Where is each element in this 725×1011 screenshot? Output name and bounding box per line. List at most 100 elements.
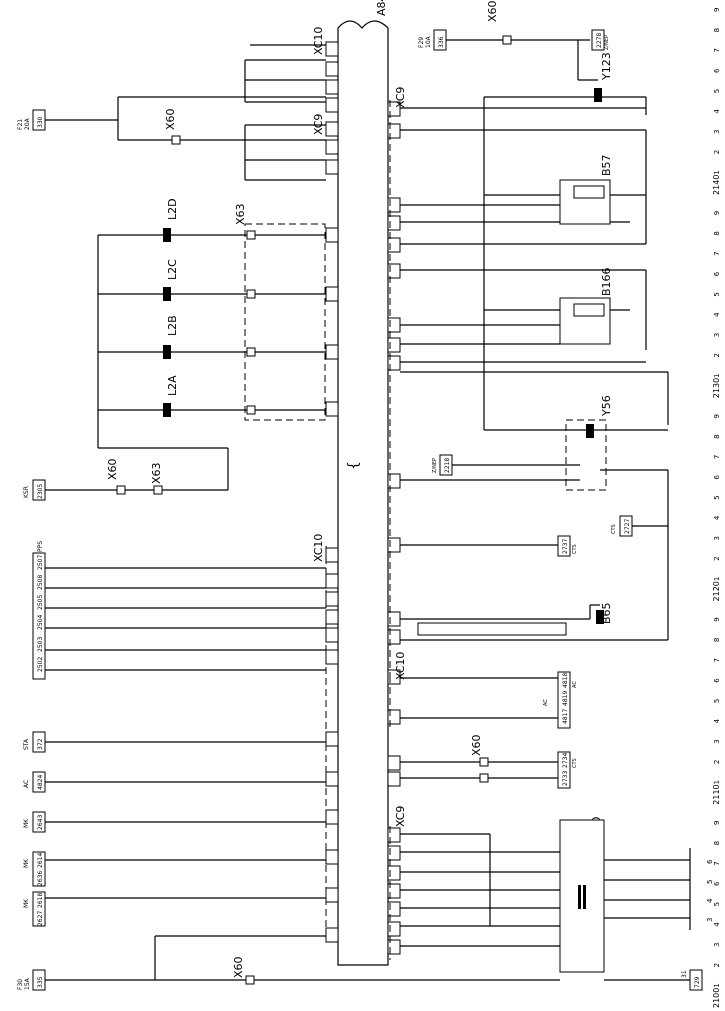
scale-label: 1 <box>713 780 721 784</box>
svg-text:5: 5 <box>706 880 714 884</box>
svg-text:F29: F29 <box>418 37 425 48</box>
y123-label: Y123 <box>600 52 613 81</box>
svg-text:335: 335 <box>37 976 44 988</box>
svg-text:CTS: CTS <box>572 544 578 554</box>
scale-label: 9 <box>713 8 721 12</box>
scale-label: 1 <box>713 577 721 581</box>
x60-bottom-label: X60 <box>232 956 245 978</box>
left-wiring <box>45 44 560 985</box>
ecu-a84: A84 { <box>337 0 389 966</box>
l2c-label: L2C <box>166 259 179 280</box>
svg-text:AC: AC <box>572 681 578 688</box>
svg-text:MK: MK <box>23 898 30 908</box>
coil-l2b-icon <box>163 345 171 359</box>
svg-text:372: 372 <box>37 738 44 750</box>
coil-l2c-icon <box>163 287 171 301</box>
scale-label: 4 <box>713 312 721 317</box>
b57-label: B57 <box>600 154 613 176</box>
svg-text:Z/NEP: Z/NEP <box>432 458 438 473</box>
coil-l2a-icon <box>163 403 171 417</box>
a40-fuse-icon <box>578 885 581 909</box>
scale-label: 2 <box>713 556 721 560</box>
x60-right-label: X60 <box>470 734 483 756</box>
scale-label: 3 <box>713 333 721 337</box>
svg-text:Z/NEP: Z/NEP <box>604 35 610 50</box>
scale-label: 5 <box>713 495 721 499</box>
a40-pin-numbers: 3 4 5 6 <box>706 859 714 922</box>
svg-text:2627: 2627 <box>37 911 44 926</box>
svg-text:729: 729 <box>694 976 701 988</box>
svg-text:2636: 2636 <box>37 871 44 886</box>
svg-text:15A: 15A <box>24 977 31 990</box>
svg-text:2737: 2737 <box>562 539 569 554</box>
y56-label: Y56 <box>600 395 613 417</box>
scale-label: 6 <box>713 475 721 480</box>
scale-label: 3 <box>713 943 721 947</box>
svg-text:F21: F21 <box>17 119 24 130</box>
scale-label: 5 <box>713 292 721 296</box>
svg-text:336: 336 <box>438 36 445 48</box>
scale-label: 6 <box>713 881 721 886</box>
svg-text:6: 6 <box>706 859 714 864</box>
svg-text:MK: MK <box>23 818 30 828</box>
scale-label: 2 <box>713 150 721 154</box>
grid-scale: 2100123456789211012345678921201234567892… <box>712 8 721 1008</box>
scale-label: 1 <box>713 373 721 377</box>
svg-text:4: 4 <box>706 898 714 903</box>
scale-label: 6 <box>713 678 721 683</box>
l2d-label: L2D <box>166 198 179 220</box>
xc9-upper-label: XC9 <box>312 114 325 135</box>
svg-text:4819: 4819 <box>562 691 569 706</box>
svg-text:10A: 10A <box>425 35 432 48</box>
svg-text:AC: AC <box>23 780 30 788</box>
svg-text:PPS: PPS <box>37 541 44 552</box>
x63-left-label: X63 <box>234 203 247 225</box>
ecu-right-pins <box>387 101 401 955</box>
svg-text:2508: 2508 <box>37 575 44 590</box>
scale-label: 7 <box>713 48 721 52</box>
scale-label: 2110 <box>712 784 721 804</box>
scale-label: 2 <box>713 353 721 357</box>
svg-text:KSR: KSR <box>23 486 30 498</box>
xc9-right-top-label: XC9 <box>394 87 407 108</box>
scale-label: 1 <box>713 170 721 174</box>
scale-label: 2140 <box>712 175 721 195</box>
scale-label: 5 <box>713 902 721 906</box>
l2b-label: L2B <box>166 315 179 336</box>
scale-label: 1 <box>713 983 721 987</box>
scale-label: 7 <box>713 861 721 865</box>
svg-text:MK: MK <box>23 858 30 868</box>
ecu-a84-brace-glyph: { <box>346 461 362 470</box>
x60-top-label: X60 <box>486 0 499 22</box>
svg-text:2218: 2218 <box>444 458 451 473</box>
svg-text:AC: AC <box>543 699 549 706</box>
xc10-right-label: XC10 <box>394 652 407 680</box>
scale-label: 5 <box>713 699 721 703</box>
scale-label: 4 <box>713 922 721 927</box>
b166-label: B166 <box>600 267 613 296</box>
svg-text:2614: 2614 <box>37 853 44 868</box>
scale-label: 8 <box>713 638 721 642</box>
svg-text:4818: 4818 <box>562 673 569 688</box>
ecu-left-pins <box>325 41 339 943</box>
scale-label: 6 <box>713 68 721 73</box>
scale-label: 4 <box>713 515 721 520</box>
scale-label: 9 <box>713 211 721 215</box>
coil-l2d-icon <box>163 228 171 242</box>
sensor-b65-icon <box>596 610 604 624</box>
ref-ksr: 2305 KSR <box>23 479 46 501</box>
l2a-label: L2A <box>166 375 179 396</box>
ref-mk3: 2618 2627 MK <box>23 891 46 927</box>
scale-label: 7 <box>713 455 721 459</box>
ref-ac: 4824 AC <box>23 771 46 793</box>
scale-label: 8 <box>713 231 721 235</box>
ref-mk1: 2643 MK <box>23 811 46 833</box>
scale-label: 2 <box>713 760 721 764</box>
right-wiring: 2278 Z/NEP 2218 <box>389 29 703 991</box>
scale-label: 8 <box>713 28 721 32</box>
svg-text:CTS: CTS <box>572 758 578 768</box>
sensor-b57-icon <box>573 185 605 199</box>
svg-text:3: 3 <box>706 918 714 922</box>
xc10-lower-label: XC10 <box>312 534 325 562</box>
svg-text:2505: 2505 <box>37 595 44 610</box>
